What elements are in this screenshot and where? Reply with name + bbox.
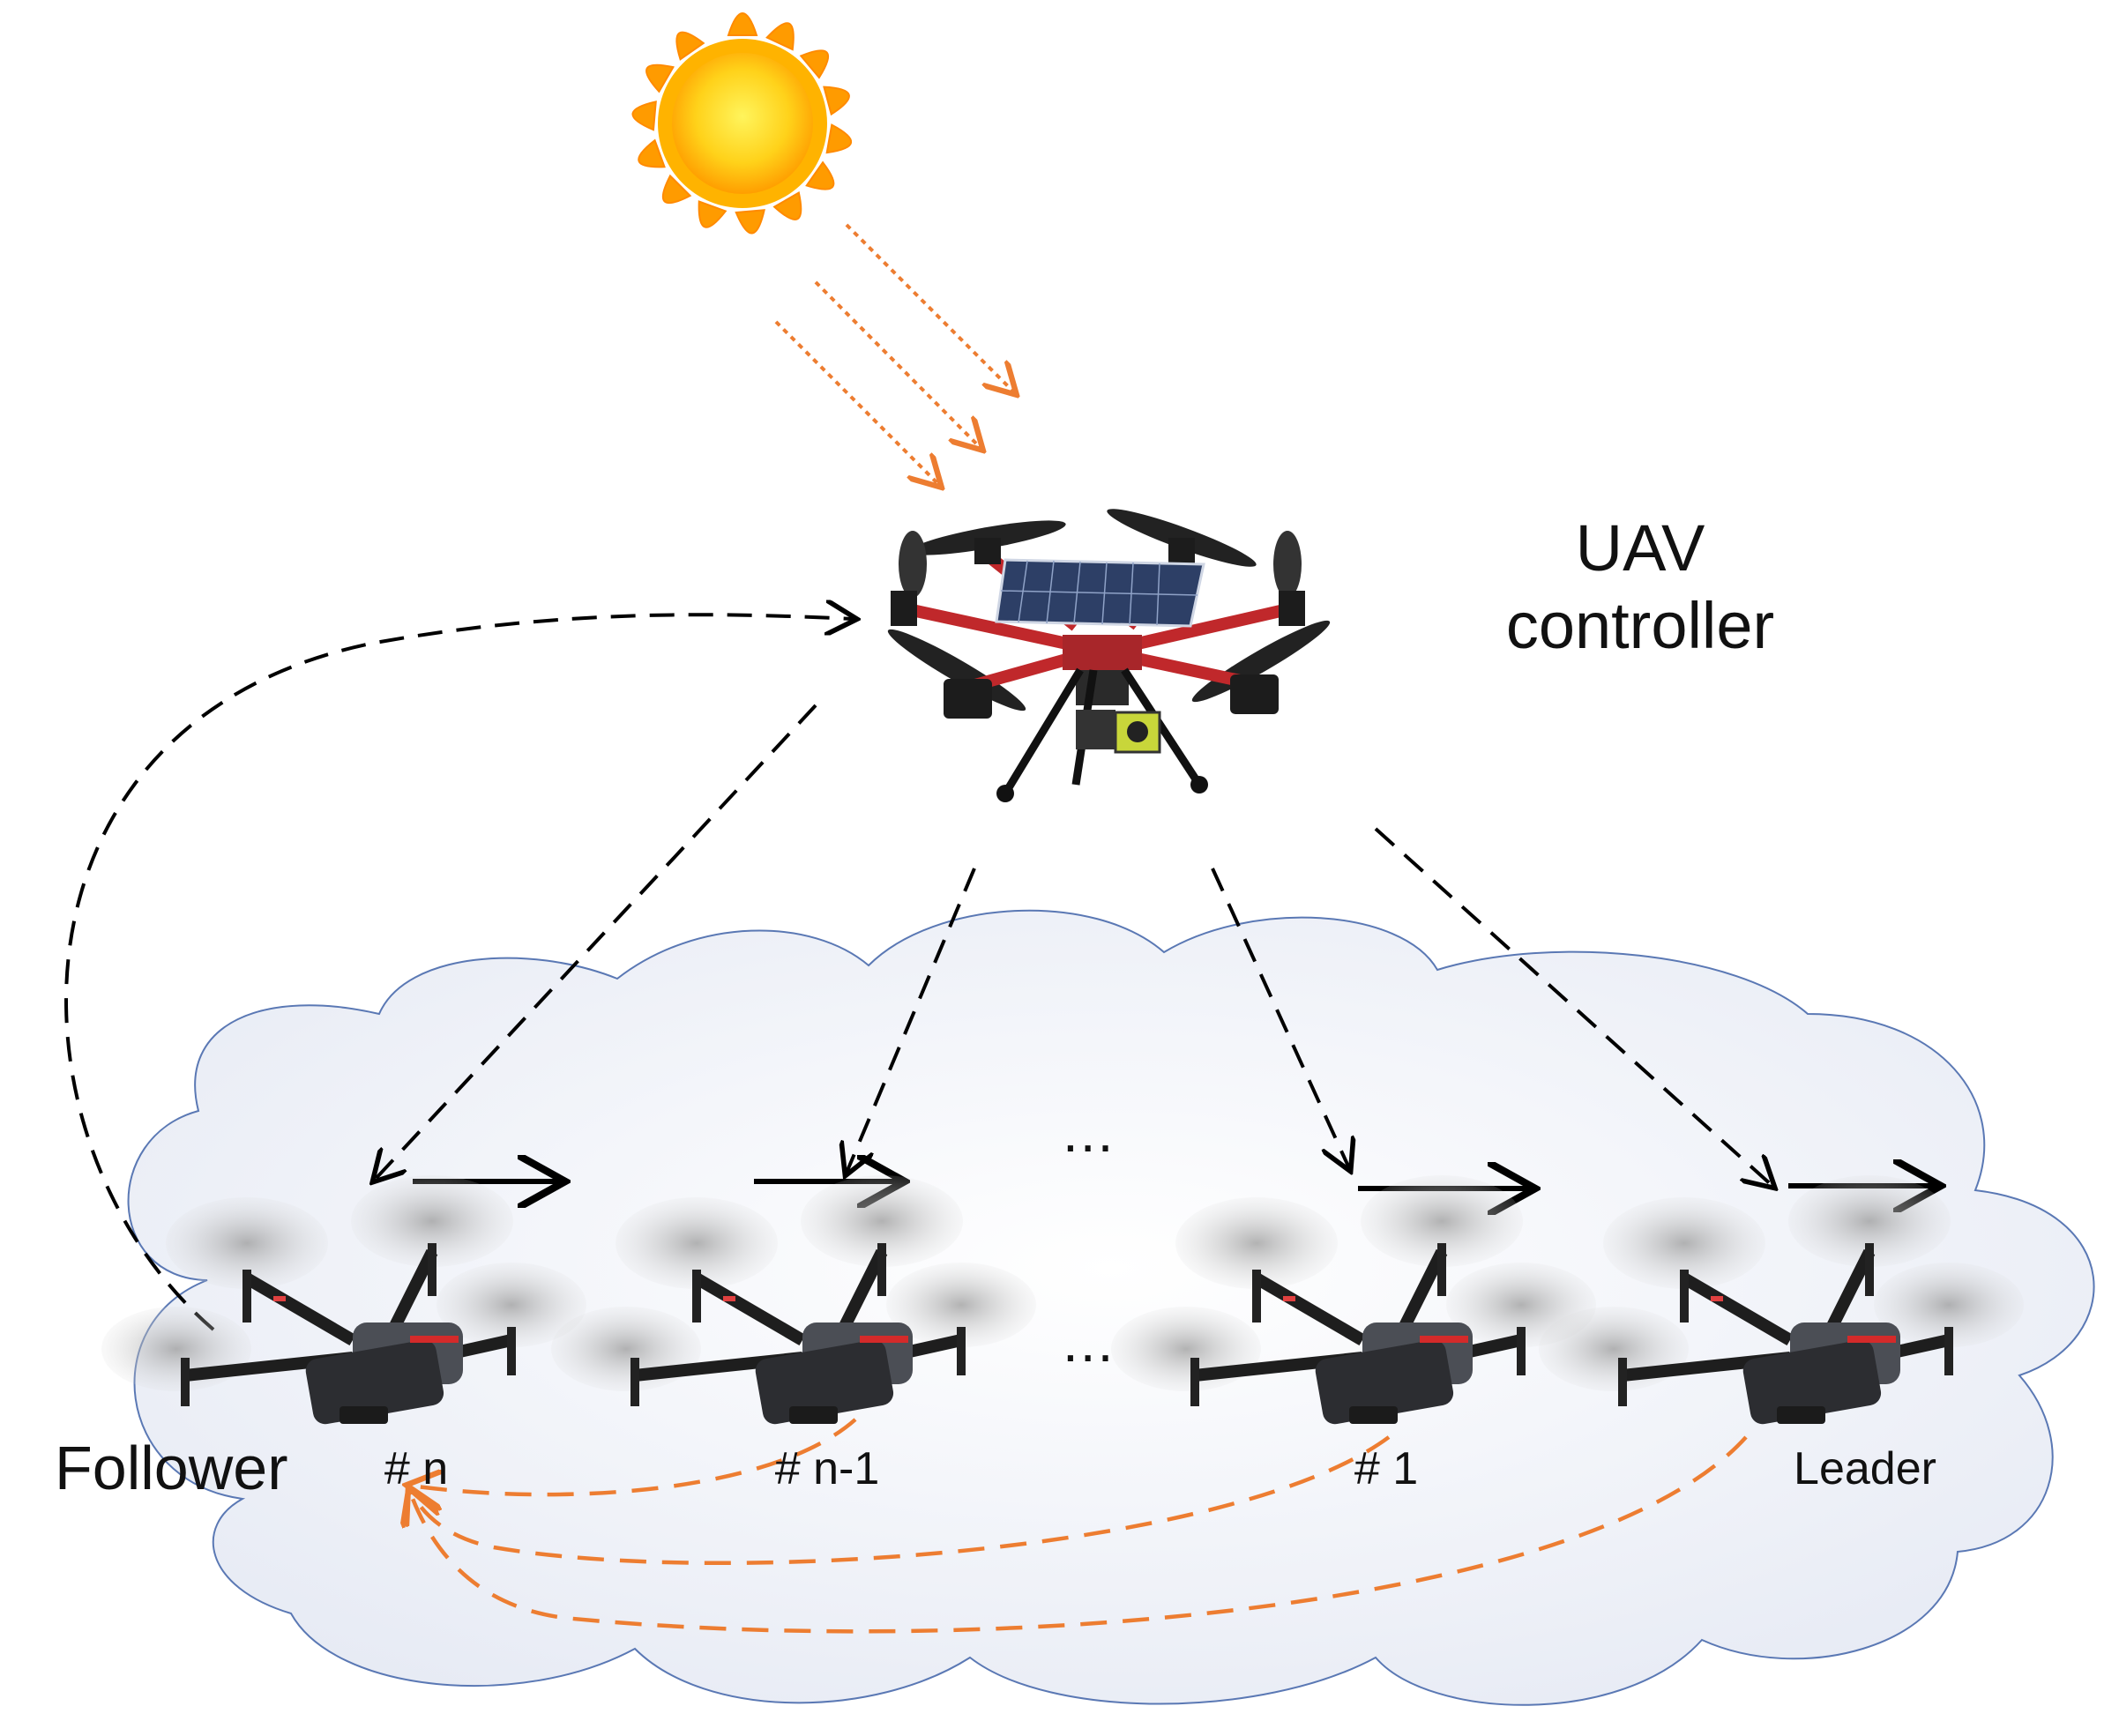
link-controller-to-n bbox=[375, 704, 817, 1180]
orange-link-1-to-n bbox=[410, 1435, 1391, 1565]
orange-link-leader-to-n bbox=[410, 1435, 1748, 1634]
drone-label-1: # 1 bbox=[1354, 1443, 1419, 1494]
drone-label-n-1: # n-1 bbox=[774, 1443, 880, 1494]
link-controller-to-1 bbox=[1211, 868, 1349, 1168]
ellipsis-top: ... bbox=[1063, 1100, 1115, 1164]
drone-label-leader: Leader bbox=[1794, 1443, 1936, 1494]
controller-label-line1: UAV bbox=[1575, 511, 1705, 585]
controller-label: UAV controller bbox=[1473, 516, 1808, 659]
hexacopter-icon bbox=[887, 509, 1331, 802]
orange-neighbor-links bbox=[410, 1418, 1748, 1634]
link-controller-to-n-1 bbox=[847, 868, 976, 1173]
sunlight-rays bbox=[774, 223, 1014, 485]
link-controller-to-leader bbox=[1374, 827, 1772, 1186]
ellipsis-bottom: ... bbox=[1063, 1310, 1115, 1374]
controller-links bbox=[64, 615, 1772, 1331]
sun-icon bbox=[631, 12, 853, 235]
cloud-shape bbox=[127, 909, 2095, 1706]
orange-link-n-1-to-n bbox=[410, 1418, 857, 1494]
controller-label-line2: controller bbox=[1505, 589, 1775, 662]
follower-label: Follower bbox=[55, 1434, 288, 1502]
drone-label-n: # n bbox=[384, 1443, 449, 1494]
